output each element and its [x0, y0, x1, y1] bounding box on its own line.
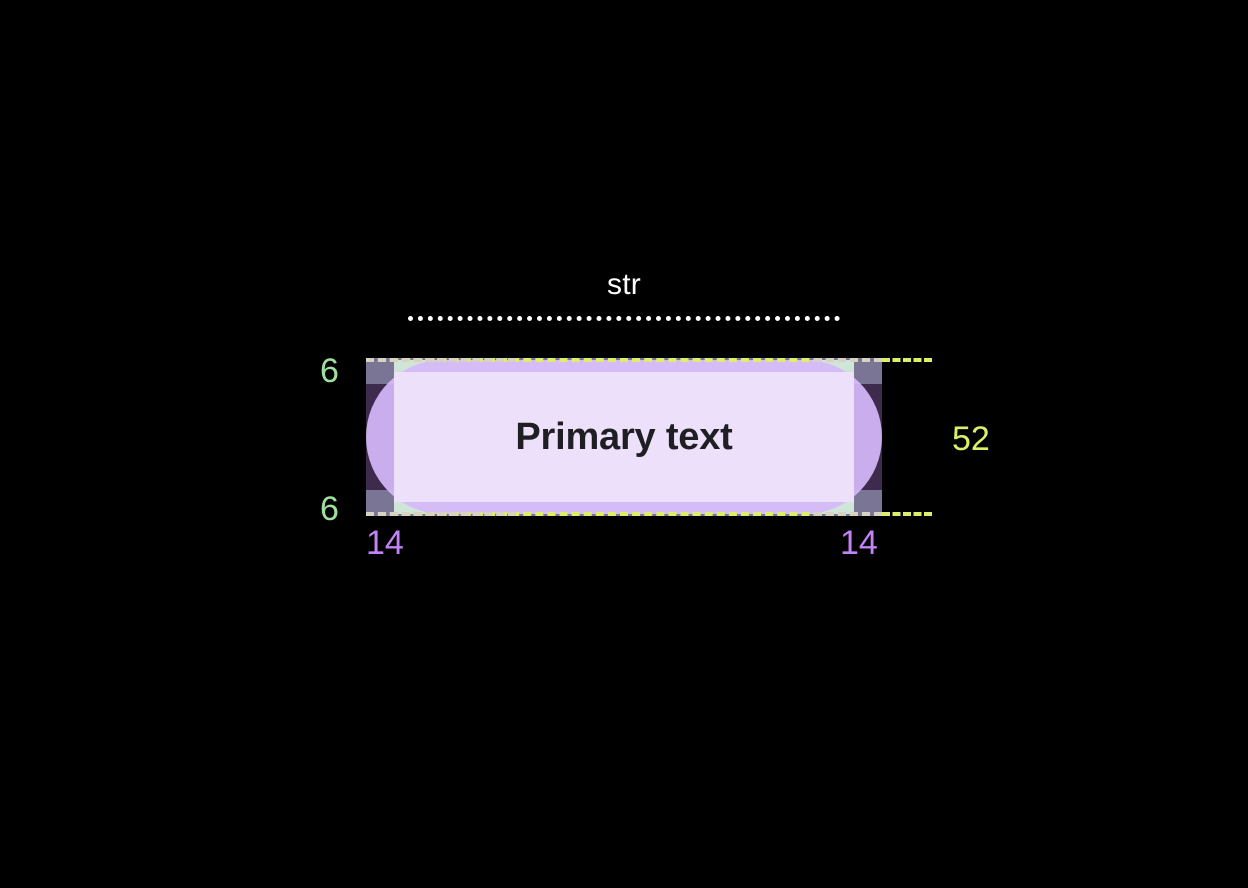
height-guide-bottom [882, 512, 932, 516]
primary-button[interactable]: Primary text [366, 360, 882, 514]
box-outline-pale-top-left [366, 358, 516, 362]
height-guide-top [882, 358, 932, 362]
padding-top-value: 6 [320, 352, 339, 390]
measured-component-box[interactable]: Primary text [366, 358, 882, 516]
component-name-label: str [607, 268, 641, 301]
box-outline-pale-bottom-left [366, 512, 516, 516]
padding-right-value: 14 [840, 524, 878, 562]
height-value: 52 [952, 420, 990, 458]
width-measure-rule [408, 316, 840, 321]
padding-bottom-value: 6 [320, 490, 339, 528]
box-outline-pale-top-right [814, 358, 882, 362]
button-label: Primary text [515, 415, 733, 458]
padding-left-value: 14 [366, 524, 404, 562]
button-content-box [394, 372, 854, 502]
box-outline-pale-bottom-right [814, 512, 882, 516]
